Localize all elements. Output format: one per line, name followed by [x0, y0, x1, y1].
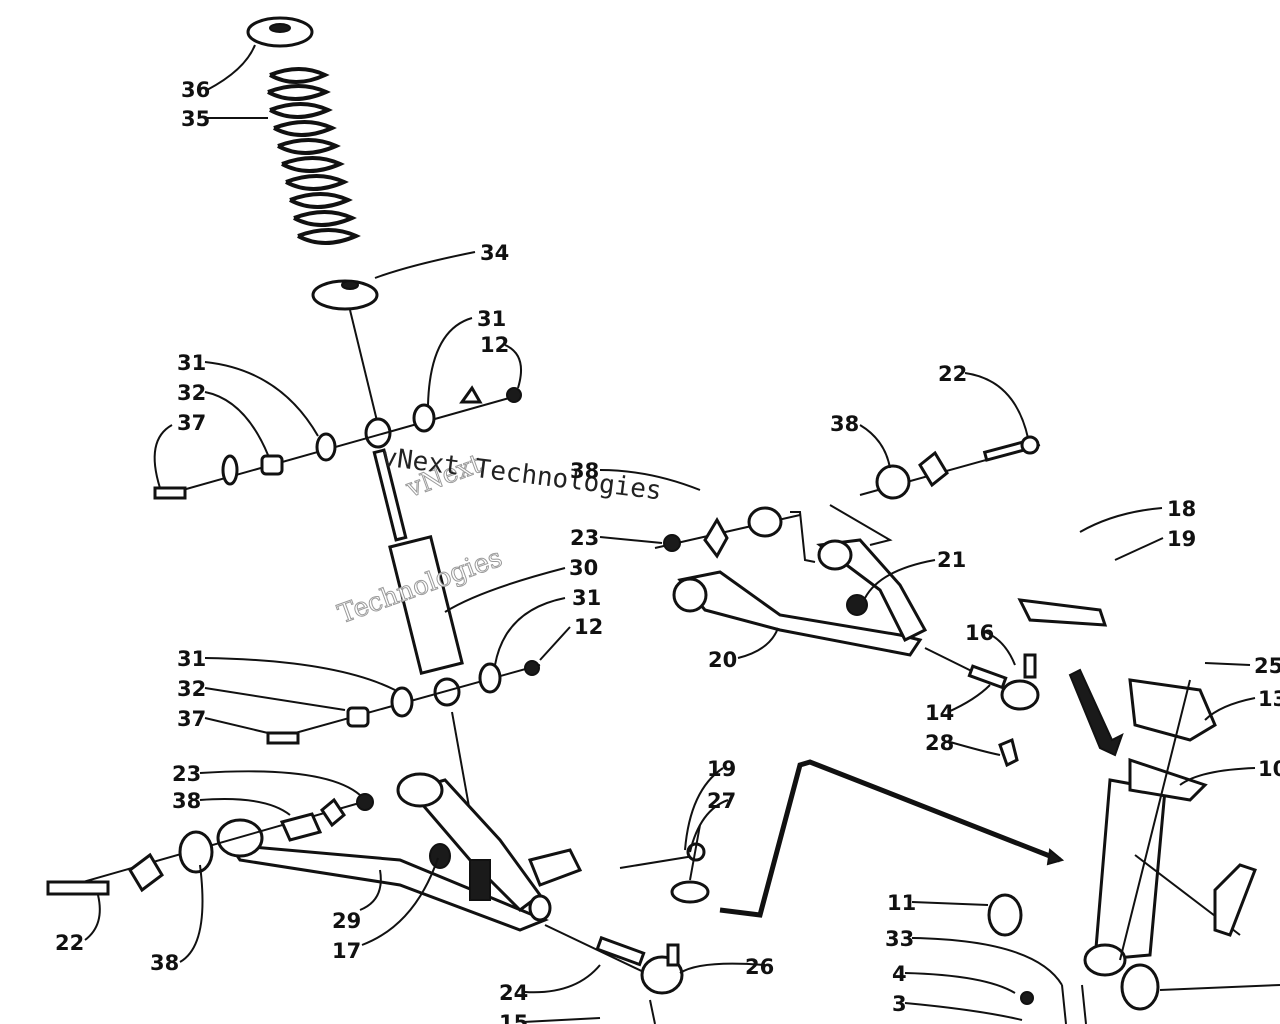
- callout-12-lower: 12: [574, 615, 603, 639]
- callout-24: 24: [499, 981, 528, 1005]
- callout-34: 34: [480, 241, 509, 265]
- callout-33: 33: [885, 927, 914, 951]
- callout-38-upper-mid: 38: [570, 459, 599, 483]
- callout-38-upper-right: 38: [830, 412, 859, 436]
- ball-joint-upper-part: [924, 647, 1040, 768]
- callout-19-lower: 19: [707, 757, 736, 781]
- callout-37-lower: 37: [177, 707, 206, 731]
- leader-lines: [84, 44, 1256, 1023]
- callout-27: 27: [707, 789, 736, 813]
- shock-centerline: [349, 309, 379, 426]
- callout-25: 25: [1254, 654, 1280, 678]
- watermark: vNext Technologies vNext Technologies: [334, 442, 664, 630]
- lower-arm-hardware: [46, 793, 374, 896]
- callout-16: 16: [965, 621, 994, 645]
- callout-4: 4: [892, 962, 907, 986]
- spring-cap-part: [246, 16, 314, 48]
- callout-31-mid-right: 31: [572, 586, 601, 610]
- callout-12-upper: 12: [480, 333, 509, 357]
- callout-31-upper-right: 31: [477, 307, 506, 331]
- callout-31-mid-left: 31: [177, 647, 206, 671]
- shock-absorber-part: [364, 417, 464, 707]
- callout-22-upper: 22: [938, 362, 967, 386]
- callout-38-lower: 38: [150, 951, 179, 975]
- upper-shock-hardware: [153, 385, 522, 500]
- callout-23-lower: 23: [172, 762, 201, 786]
- callout-21: 21: [937, 548, 966, 572]
- callout-23-upper: 23: [570, 526, 599, 550]
- coil-spring-part: [267, 67, 361, 245]
- callout-22-lower: 22: [55, 931, 84, 955]
- callout-15: 15: [499, 1011, 528, 1024]
- spindle-part: [987, 598, 1280, 1024]
- lower-a-arm-part: [216, 772, 583, 932]
- callout-36: 36: [181, 78, 210, 102]
- callout-35: 35: [181, 107, 210, 131]
- callout-29: 29: [332, 909, 361, 933]
- callout-3: 3: [892, 992, 907, 1016]
- callout-38-lower-left: 38: [172, 789, 201, 813]
- callout-18: 18: [1167, 497, 1196, 521]
- callout-26: 26: [745, 955, 774, 979]
- upper-a-arm-part: [672, 538, 928, 657]
- callout-20: 20: [708, 648, 737, 672]
- callout-10: 10: [1258, 757, 1280, 781]
- lower-shock-hardware: [266, 660, 541, 745]
- callout-13: 13: [1258, 687, 1280, 711]
- callout-32-upper: 32: [177, 381, 206, 405]
- callout-14: 14: [925, 701, 954, 725]
- tie-rod-end-part: [544, 924, 684, 1024]
- callout-19-upper: 19: [1167, 527, 1196, 551]
- callout-28: 28: [925, 731, 954, 755]
- callout-30: 30: [569, 556, 598, 580]
- callout-37-upper: 37: [177, 411, 206, 435]
- callout-labels: 36 35 34 31 12 31 32 37 22 38 38 23 30 2…: [55, 78, 1280, 1024]
- spring-seat-part: [311, 279, 379, 311]
- callout-17: 17: [332, 939, 361, 963]
- callout-31-upper-left: 31: [177, 351, 206, 375]
- callout-32-lower: 32: [177, 677, 206, 701]
- callout-11: 11: [887, 891, 916, 915]
- steering-linkage-part: [619, 759, 1065, 918]
- upper-arm-hardware: [654, 435, 1041, 563]
